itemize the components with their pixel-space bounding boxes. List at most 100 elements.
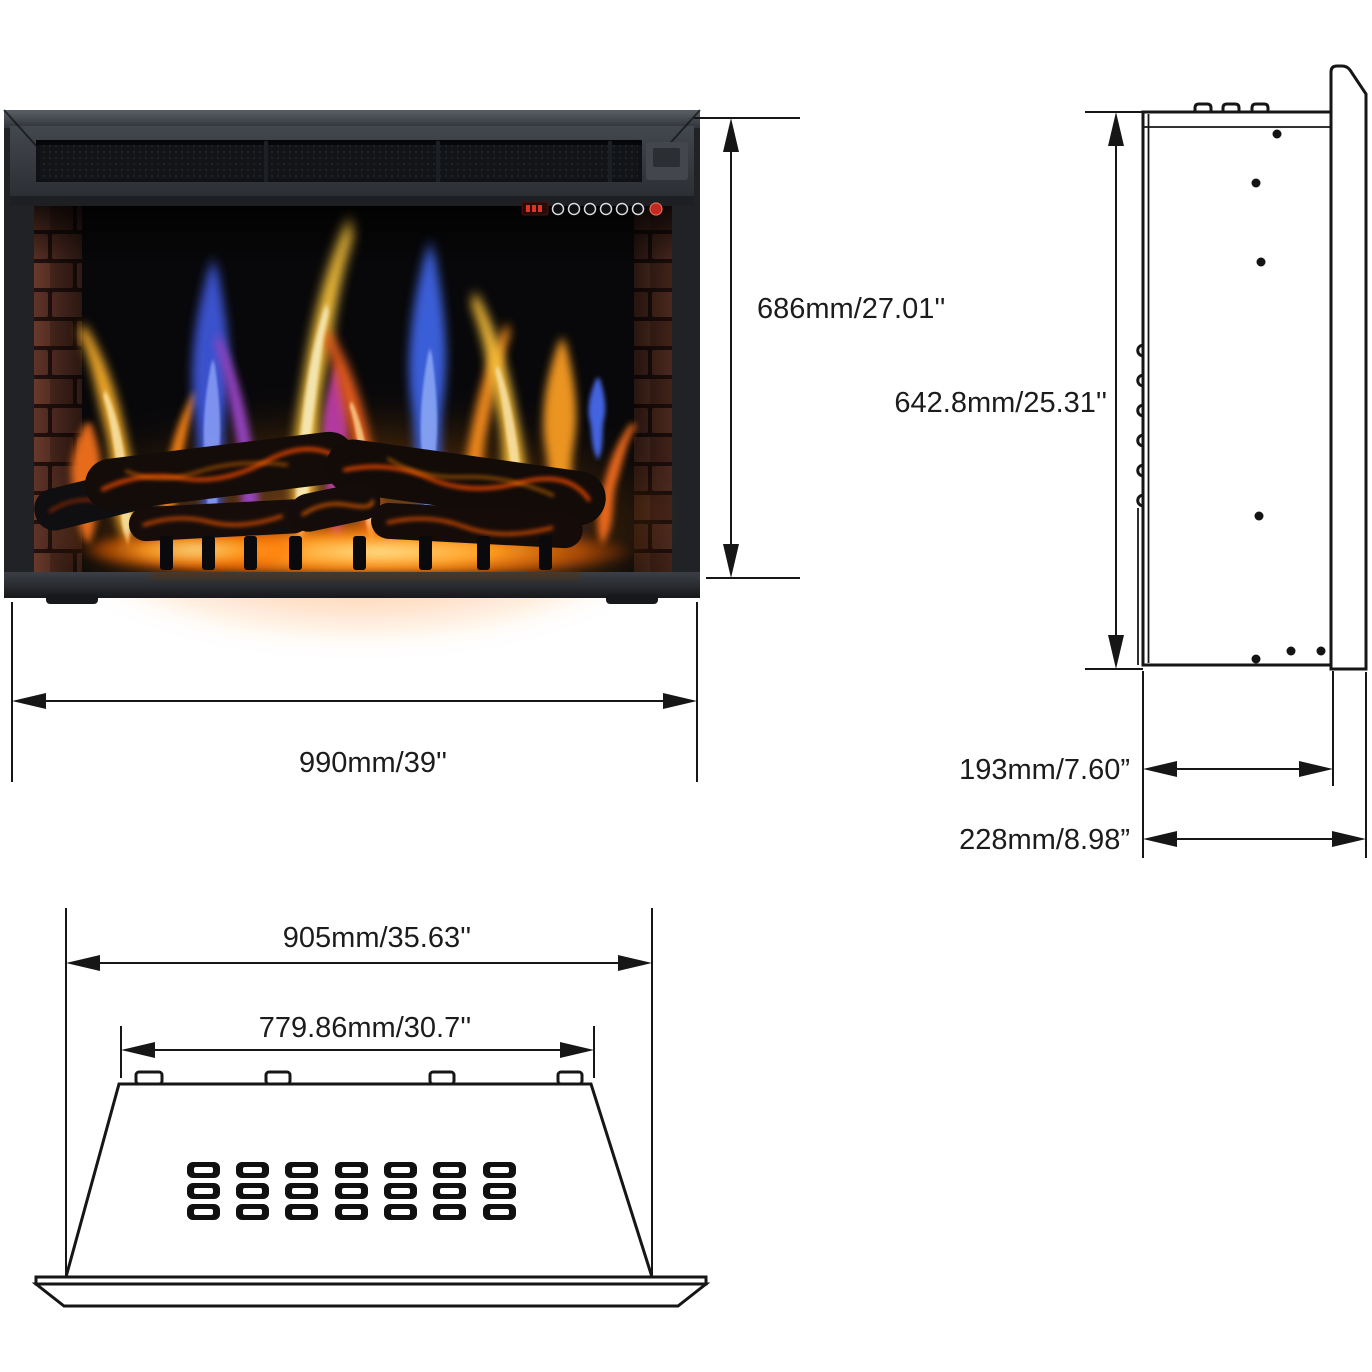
control-button[interactable] — [551, 202, 565, 216]
front-width-label: 990mm/39'' — [299, 747, 447, 779]
arrowhead-right — [618, 955, 652, 971]
firebox-top-shadow — [34, 206, 672, 266]
firebox — [34, 201, 672, 630]
log-crack — [301, 499, 374, 517]
louver-bump — [1136, 463, 1145, 478]
arrowhead-left — [1143, 761, 1177, 777]
control-panel — [521, 201, 663, 216]
louver-bump — [1136, 373, 1145, 388]
side-louvers — [1136, 343, 1145, 508]
control-button[interactable] — [583, 202, 597, 216]
arrowhead-right — [1299, 761, 1333, 777]
top-tab — [556, 1070, 584, 1086]
front-height-label: 686mm/27.01'' — [757, 293, 945, 325]
arrowhead-left — [121, 1042, 155, 1058]
top-tab — [428, 1070, 456, 1086]
led-digit — [538, 205, 542, 212]
side-depth-inner-label: 193mm/7.60” — [959, 754, 1130, 786]
led-digit — [532, 205, 536, 212]
grate-tine — [539, 536, 552, 570]
top-view-drawing — [31, 1070, 711, 1308]
led-digit — [526, 205, 530, 212]
louver-bump — [1136, 343, 1145, 358]
side-depth-outer-label: 228mm/8.98” — [959, 824, 1130, 856]
top-view-dimensions: 905mm/35.63'' 779.86mm/30.7'' — [65, 908, 653, 1275]
louver-bump — [1136, 433, 1145, 448]
log-crack — [100, 447, 341, 492]
top-plinth-band — [31, 1282, 711, 1308]
side-view-dimensions: 642.8mm/25.31'' 193mm/7.60” 228mm/8.98” — [894, 111, 1367, 858]
grate-tine — [353, 536, 366, 570]
log-crack — [386, 457, 555, 497]
screw-hole — [1272, 129, 1282, 139]
screw-hole — [1251, 178, 1261, 188]
louver-bump — [1136, 403, 1145, 418]
top-inner-width-label: 779.86mm/30.7'' — [259, 1012, 472, 1044]
log-crack — [142, 514, 284, 527]
log-body — [128, 499, 311, 542]
front-frame-top-edge — [4, 110, 700, 128]
log-main-left — [84, 431, 356, 511]
arrowhead-right — [560, 1042, 594, 1058]
side-front-flange — [1329, 64, 1368, 671]
log-front-left — [128, 499, 311, 542]
front-heater-vent — [36, 140, 688, 182]
grate-tine — [419, 536, 432, 570]
louver-bump — [1136, 493, 1145, 508]
control-button[interactable] — [599, 202, 613, 216]
grate-tines — [160, 536, 552, 570]
control-button[interactable] — [631, 202, 645, 216]
vent-row — [187, 1162, 516, 1178]
side-view-drawing — [1136, 64, 1368, 671]
grate-tine — [160, 536, 173, 570]
arrowhead-left — [1143, 831, 1177, 847]
bottom-glow-reflection — [150, 572, 580, 579]
screw-hole — [1251, 654, 1261, 664]
screw-hole — [1254, 511, 1264, 521]
top-tab — [134, 1070, 164, 1086]
grate-tine — [202, 536, 215, 570]
log-crack — [343, 465, 591, 502]
screw-hole — [1316, 646, 1326, 656]
front-view-photo — [3, 109, 701, 630]
side-height-label: 642.8mm/25.31'' — [894, 387, 1107, 419]
control-button[interactable] — [567, 202, 581, 216]
control-button[interactable] — [615, 202, 629, 216]
arrowhead-left — [66, 955, 100, 971]
log-crack — [386, 517, 554, 536]
vent-row — [187, 1183, 516, 1199]
log-body — [289, 482, 381, 532]
grate-tine — [477, 536, 490, 570]
front-view-dimensions: 686mm/27.01'' 990mm/39'' — [11, 117, 945, 782]
grate-tine — [244, 536, 257, 570]
vent-row — [187, 1204, 516, 1220]
top-outer-width-label: 905mm/35.63'' — [283, 922, 471, 954]
arrowhead-up — [723, 118, 739, 152]
front-foot-left — [46, 594, 98, 604]
top-vent-holes — [187, 1162, 516, 1220]
vent-mesh — [40, 143, 638, 179]
arrowhead-left — [12, 693, 46, 709]
top-body — [64, 1082, 655, 1279]
log-body — [325, 439, 606, 526]
top-tab — [264, 1070, 292, 1086]
vent-top-shadow — [36, 140, 642, 145]
frame-miter-left — [3, 109, 41, 151]
arrowhead-up — [1108, 112, 1124, 146]
arrowhead-right — [1332, 831, 1366, 847]
log-center — [289, 482, 381, 532]
side-body — [1141, 110, 1333, 667]
log-crack — [124, 462, 289, 480]
grate-tine — [289, 536, 302, 570]
power-switch-rocker[interactable] — [653, 148, 680, 167]
arrowhead-down — [1108, 635, 1124, 669]
arrowhead-right — [663, 693, 697, 709]
arrowhead-down — [723, 544, 739, 578]
power-button[interactable] — [649, 202, 663, 216]
screw-hole — [1286, 646, 1296, 656]
screw-hole — [1256, 257, 1266, 267]
frame-groove — [10, 196, 694, 206]
front-foot-right — [606, 594, 658, 604]
